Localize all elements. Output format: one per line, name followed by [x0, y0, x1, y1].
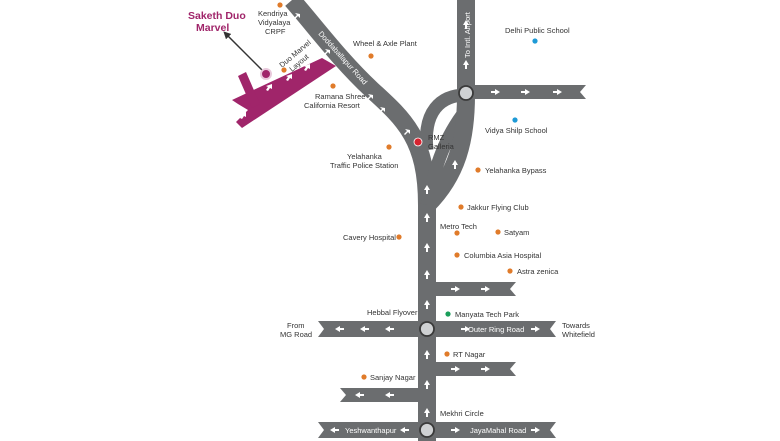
diagonal-arrows [240, 13, 446, 135]
manyata-landmark-icon [444, 310, 452, 318]
kendriya-label-1: Kendriya [258, 9, 288, 18]
traffic-police-label-2: Traffic Police Station [330, 161, 398, 170]
hebbal-flyover-label: Hebbal Flyover [367, 308, 418, 317]
astra-label: Astra zenica [517, 267, 559, 276]
project-name-line1: Saketh Duo [188, 10, 246, 22]
traffic-police-landmark-icon [385, 143, 393, 151]
kendriya-landmark-icon [276, 1, 284, 9]
hebbal-junction-ring-icon [419, 321, 435, 337]
jakkur-label: Jakkur Flying Club [467, 203, 529, 212]
sanjay-nagar-label: Sanjay Nagar [370, 373, 416, 382]
project-pointer-arrow [223, 31, 263, 71]
vidya-shilp-label: Vidya Shilp School [485, 126, 548, 135]
from-mg-road-line2: MG Road [280, 330, 312, 339]
manyata-label: Manyata Tech Park [455, 310, 519, 319]
yelahanka-bypass-label: Yelahanka Bypass [485, 166, 547, 175]
east-arrows [451, 89, 562, 433]
delhi-public-label: Delhi Public School [505, 26, 570, 35]
metro-tech-landmark-icon [453, 229, 461, 237]
delhi-public-landmark-icon [531, 37, 539, 45]
from-mg-road-line1: From [287, 321, 305, 330]
traffic-police-label-1: Yelahanka [347, 152, 383, 161]
sanjay-nagar-landmark-icon [360, 373, 368, 381]
place-labels: Kendriya Vidyalaya CRPF Wheel & Axle Pla… [258, 9, 570, 382]
junction-markers [419, 85, 474, 438]
rmz-galleria-landmark-icon [413, 137, 423, 147]
wheel-axle-label: Wheel & Axle Plant [353, 39, 418, 48]
project-location-icon [260, 68, 272, 80]
ramana-landmark-icon [329, 82, 337, 90]
towards-whitefield-line2: Whitefield [562, 330, 595, 339]
jayamahal-road-label: JayaMahal Road [470, 426, 526, 435]
doddaballapur-road [285, 0, 436, 206]
west-arrows [330, 326, 409, 433]
project-spur [238, 72, 260, 108]
loop-ramp [419, 88, 467, 151]
direction-labels: From MG Road Towards Whitefield [280, 321, 595, 339]
project-road [232, 58, 336, 128]
doddaballapur-road-label: Doddaballapur Road [317, 29, 370, 86]
trunk-arrows [424, 20, 469, 417]
project-name-line2: Marvel [196, 22, 229, 34]
mekhri-circle-label: Mekhri Circle [440, 409, 484, 418]
wheel-axle-landmark-icon [367, 52, 375, 60]
towards-whitefield-line1: Towards [562, 321, 590, 330]
kendriya-label-3: CRPF [265, 27, 286, 36]
vidya-shilp-landmark-icon [511, 116, 519, 124]
road-network [285, 0, 586, 441]
satyam-label: Satyam [504, 228, 529, 237]
ramana-label-1: Ramana Shree [315, 92, 365, 101]
project-road-shape [232, 58, 336, 128]
direction-arrows [240, 13, 562, 433]
rmz-label-1: RMZ [428, 133, 445, 142]
intl-airport-label: To Intl. Airport [463, 11, 472, 58]
landmark-dots [276, 1, 539, 381]
columbia-landmark-icon [453, 251, 461, 259]
duo-marvel-layout-landmark-icon [280, 66, 288, 74]
project-marker: Saketh Duo Marvel Duo Marvel Layout [188, 10, 313, 80]
kendriya-label-2: Vidyalaya [258, 18, 291, 27]
mekhri-junction-ring-icon [419, 422, 435, 438]
satyam-landmark-icon [494, 228, 502, 236]
ramana-label-2: California Resort [304, 101, 361, 110]
yelahanka-bypass-landmark-icon [474, 166, 482, 174]
cavery-label: Cavery Hospital [343, 233, 396, 242]
jakkur-landmark-icon [457, 203, 465, 211]
junction-labels: Hebbal Flyover Mekhri Circle [367, 308, 484, 418]
cavery-landmark-icon [395, 233, 403, 241]
rmz-label-2: Galleria [428, 142, 455, 151]
metro-tech-label: Metro Tech [440, 222, 477, 231]
airport-road-curve [420, 94, 475, 212]
rt-nagar-landmark-icon [443, 350, 451, 358]
top-junction-ring-icon [458, 85, 474, 101]
astra-landmark-icon [506, 267, 514, 275]
yeshwanthapur-label: Yeshwanthapur [345, 426, 397, 435]
outer-ring-road-label: Outer Ring Road [468, 325, 524, 334]
columbia-label: Columbia Asia Hospital [464, 251, 541, 260]
rt-nagar-label: RT Nagar [453, 350, 486, 359]
road-end-notches [318, 85, 586, 438]
